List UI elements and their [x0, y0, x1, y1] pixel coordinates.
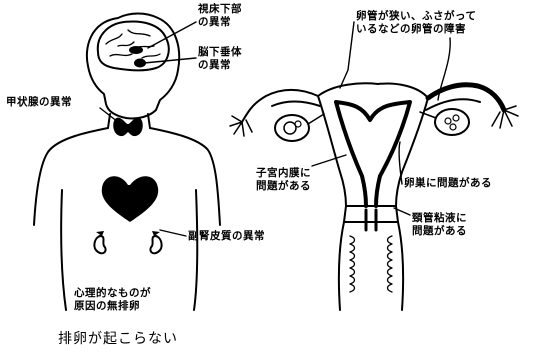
right-kidney [150, 236, 161, 253]
label-tube: 卵管が狭い、ふさがって いるなどの卵管の障害 [356, 10, 476, 36]
heart [102, 176, 158, 222]
left-ovary [275, 115, 309, 141]
thyroid [113, 118, 143, 136]
cervix [344, 206, 398, 222]
label-adrenal: 副腎皮質の異常 [188, 230, 265, 243]
label-psychological: 心理的なものが 原因の無排卵 [74, 287, 151, 313]
brain [98, 22, 169, 71]
left-kidney [94, 236, 105, 253]
label-thyroid: 甲状腺の異常 [6, 96, 72, 109]
uterus-diagram [230, 83, 518, 310]
label-pituitary: 脳下垂体 の異常 [198, 46, 242, 72]
caption: 排卵が起こらない [58, 328, 178, 348]
hypothalamus-mark [130, 47, 142, 53]
vagina [339, 222, 403, 310]
label-cervical-mucus: 頸管粘液に 問題がある [412, 212, 467, 238]
label-ovary: 卵巣に問題がある [404, 177, 492, 190]
right-ovary [435, 109, 469, 135]
head-outline [87, 14, 179, 119]
label-endometrium: 子宮内膜に 問題がある [256, 167, 311, 193]
right-tube [428, 85, 504, 110]
label-hypothalamus: 視床下部 の異常 [198, 3, 242, 29]
left-tube [242, 90, 318, 122]
